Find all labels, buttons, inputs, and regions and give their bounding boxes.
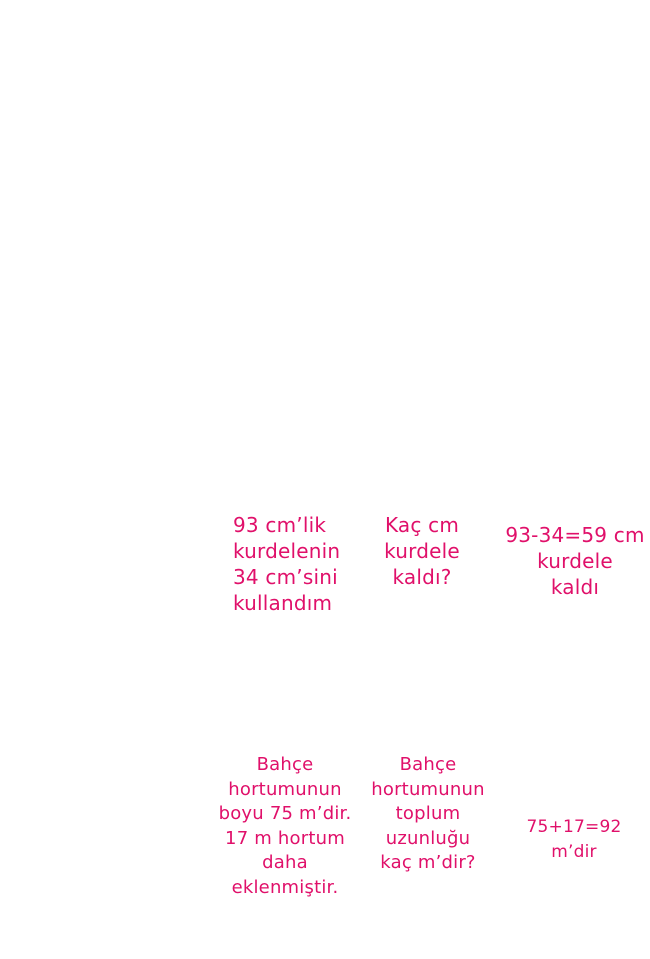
ribbon-problem-answer: 93-34=59 cm kurdele kaldı <box>505 523 645 599</box>
hose-problem-statement: Bahçe hortumunun boyu 75 m’dir. 17 m hor… <box>218 754 352 898</box>
hose-problem-answer: 75+17=92 m’dir <box>526 817 622 862</box>
hose-problem-question: Bahçe hortumunun toplum uzunluğu kaç m’d… <box>371 754 485 873</box>
ribbon-problem-statement: 93 cm’lik kurdelenin 34 cm’sini kullandı… <box>233 513 341 615</box>
ribbon-problem-question: Kaç cm kurdele kaldı? <box>384 513 460 589</box>
